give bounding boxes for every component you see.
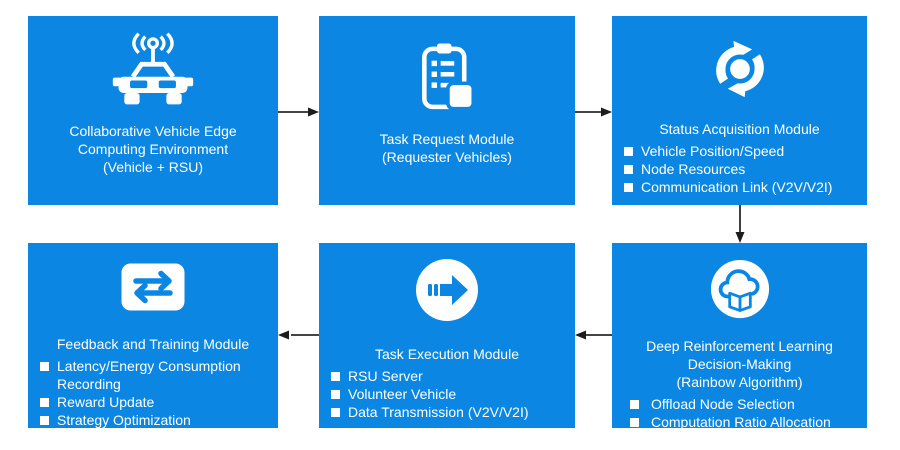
bullet-square-icon [40, 362, 49, 371]
bullet-square-icon [624, 165, 633, 174]
bullet-square-icon [624, 147, 633, 156]
execute-arrow-circle-icon [415, 257, 479, 323]
arrowhead-icon [278, 330, 289, 340]
module-box-drl-decision-making: Deep Reinforcement Learning Decision-Mak… [612, 243, 867, 431]
module-bullet-list: Offload Node Selection Computation Ratio… [612, 395, 867, 431]
bullet-square-icon [40, 416, 49, 425]
bullet-item: RSU Server [331, 367, 571, 385]
bullet-item: Computation Ratio Allocation [624, 413, 863, 431]
bullet-item: Data Transmission (V2V/V2I) [331, 403, 571, 421]
module-title: Status Acquisition Module [659, 121, 820, 137]
module-box-feedback-training: Feedback and Training Module Latency/Ene… [28, 243, 278, 428]
bullet-item: Reward Update [40, 393, 274, 411]
bullet-item: Node Resources [624, 160, 863, 178]
bullet-square-icon [40, 398, 49, 407]
module-bullet-list: Vehicle Position/Speed Node Resources Co… [612, 142, 867, 196]
module-bullet-list: Latency/Energy Consumption Recording Rew… [28, 357, 278, 429]
bullet-item: Communication Link (V2V/V2I) [624, 178, 863, 196]
bullet-square-icon [624, 183, 633, 192]
bullet-square-icon [331, 408, 340, 417]
module-title: Deep Reinforcement Learning Decision-Mak… [646, 338, 833, 390]
bullet-item: Volunteer Vehicle [331, 385, 571, 403]
sync-arrows-icon [710, 38, 770, 100]
arrowhead-icon [601, 107, 612, 117]
module-title: Feedback and Training Module [56, 336, 250, 352]
arrowhead-icon [575, 330, 586, 340]
module-title: Task Execution Module [375, 346, 519, 362]
cloud-learning-icon [710, 259, 770, 319]
module-title: Collaborative Vehicle Edge Computing Env… [69, 123, 237, 175]
task-list-clipboard-icon [418, 38, 476, 116]
module-box-status-acquisition: Status Acquisition Module Vehicle Positi… [612, 16, 867, 205]
bullet-item: Latency/Energy Consumption Recording [40, 357, 274, 393]
bullet-square-icon [331, 372, 340, 381]
module-title: Task Request Module (Requester Vehicles) [379, 131, 515, 165]
arrowhead-icon [308, 107, 319, 117]
arrowhead-icon [735, 232, 745, 243]
bullet-item: Offload Node Selection [624, 395, 863, 413]
module-box-collaborative-environment: Collaborative Vehicle Edge Computing Env… [28, 16, 278, 205]
data-exchange-icon [120, 259, 186, 315]
module-box-task-execution: Task Execution Module RSU Server Volunte… [319, 243, 575, 428]
connected-car-icon [109, 32, 197, 108]
bullet-square-icon [331, 390, 340, 399]
bullet-square-icon [630, 400, 639, 409]
bullet-item: Vehicle Position/Speed [624, 142, 863, 160]
bullet-item: Strategy Optimization [40, 411, 274, 429]
module-bullet-list: RSU Server Volunteer Vehicle Data Transm… [319, 367, 575, 421]
module-box-task-request: Task Request Module (Requester Vehicles) [319, 16, 575, 205]
bullet-square-icon [630, 418, 639, 427]
